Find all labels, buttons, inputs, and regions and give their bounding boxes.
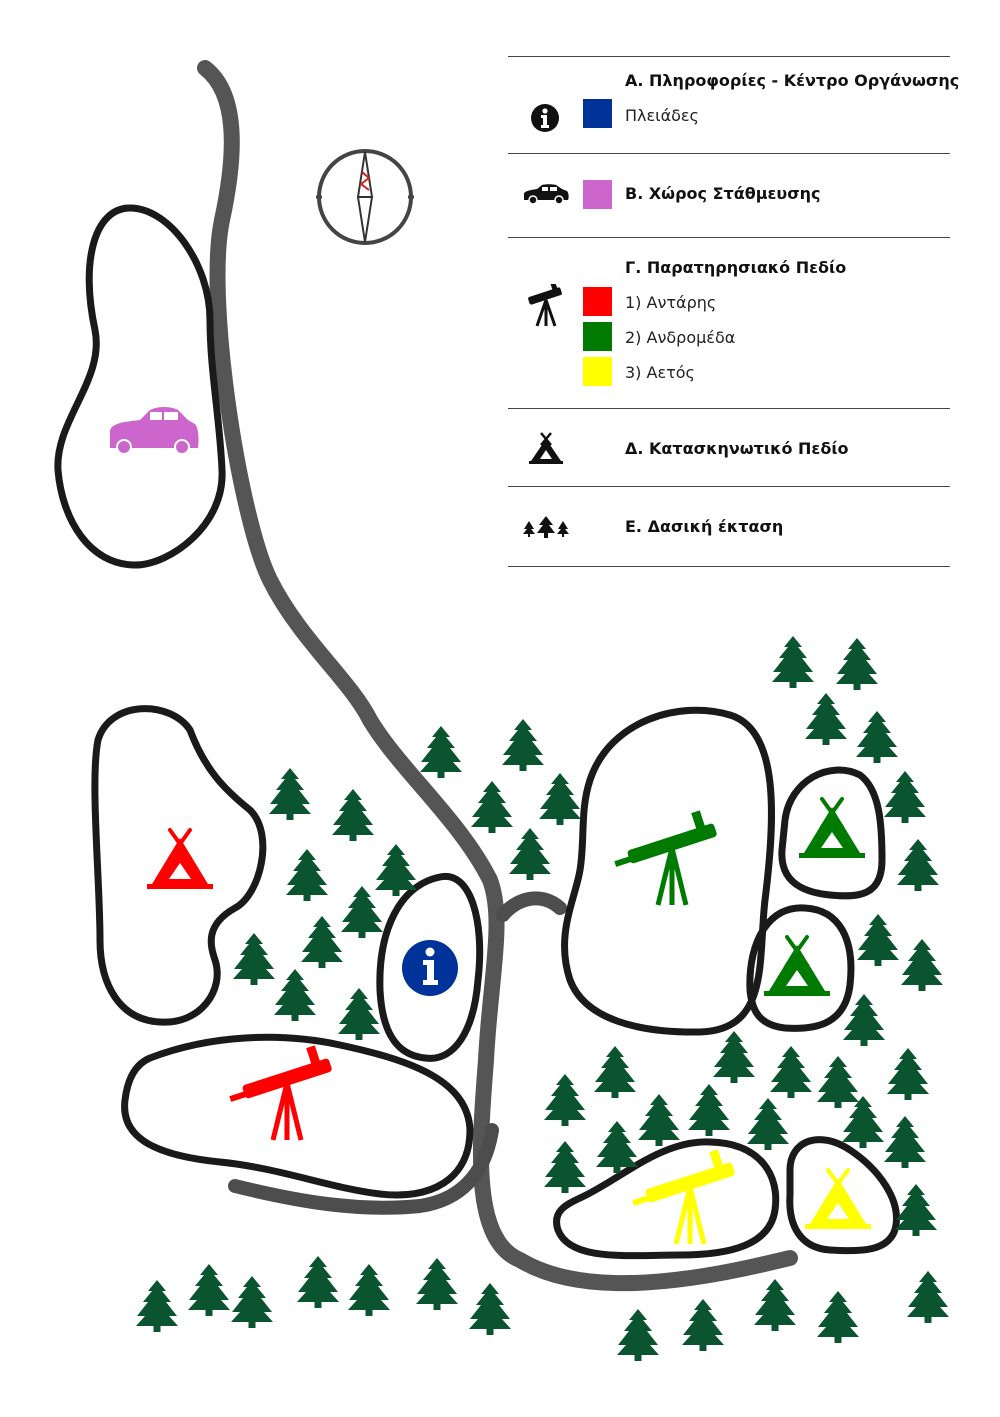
legend-camping-title: Δ. Κατασκηνωτικό Πεδίο [625,439,849,458]
legend-row-observation: Γ. Παρατηρησιακό Πεδίο 1) Αντάρης 2) Ανδ… [508,237,950,408]
tree-icon [136,1280,178,1332]
camp-area-aetos [786,1136,900,1255]
info-icon [402,940,458,996]
tree-icon [341,886,383,938]
side-trail-upper [496,891,567,922]
parking-color-swatch [583,180,612,209]
camp-area-andromeda-2 [746,904,855,1032]
tree-icon [901,939,943,991]
tree-icon [884,1116,926,1168]
legend: Α. Πληροφορίες - Κέντρο Οργάνωσης Πλειάδ… [508,56,959,567]
info-area [376,872,484,1062]
legend-row-info: Α. Πληροφορίες - Κέντρο Οργάνωσης Πλειάδ… [508,56,959,153]
legend-observation-item-3: 3) Αετός [625,363,695,382]
tree-icon [842,1096,884,1148]
legend-observation-title: Γ. Παρατηρησιακό Πεδίο [625,258,847,277]
legend-forest-title: Ε. Δασική έκταση [625,517,784,536]
tree-icon [617,1309,659,1361]
tree-icon [269,768,311,820]
tree-icon [887,1048,929,1100]
main-road [197,60,798,1292]
tree-icon [233,933,275,985]
car-icon [110,407,199,455]
tree-icon [857,914,899,966]
tree-icon [713,1031,755,1083]
tree-icon [286,849,328,901]
tree-icon [805,693,847,745]
info-icon [531,104,559,132]
tree-icon [596,1121,638,1173]
tree-icon [544,1141,586,1193]
camp-area-antares [91,705,267,1026]
telescope-icon [528,284,562,327]
tree-icon [895,1184,937,1236]
compass-icon [316,149,414,245]
tree-icon [754,1279,796,1331]
tree-icon [688,1084,730,1136]
tree-icon [884,771,926,823]
legend-row-parking: Β. Χώρος Στάθμευσης [508,153,950,237]
tree-icon [897,839,939,891]
telescope-icon-andromeda [615,811,717,905]
tree-icon [469,1283,511,1335]
tree-icon [301,916,343,968]
tree-icon [747,1098,789,1150]
tent-icon-andromeda-1 [797,797,867,860]
parking-area [54,204,226,569]
tree-icon [772,636,814,688]
legend-row-forest: Ε. Δασική έκταση [508,486,950,567]
tree-icon [471,781,513,833]
tree-icon [348,1264,390,1316]
tree-icon [594,1046,636,1098]
tent-icon-andromeda-2 [762,935,832,998]
tree-icon [638,1094,680,1146]
tree-icon [682,1299,724,1351]
observation-area-antares [121,1033,474,1199]
tree-icon [274,969,316,1021]
tree-icon [420,726,462,778]
andromeda-color-swatch [583,322,612,351]
tree-icon [338,988,380,1040]
antares-color-swatch [583,287,612,316]
legend-info-title: Α. Πληροφορίες - Κέντρο Οργάνωσης [625,71,960,90]
tree-icon [856,711,898,763]
telescope-icon-antares [230,1046,332,1140]
tree-icon [416,1258,458,1310]
tree-icon [539,773,581,825]
tree-icon [836,638,878,690]
aetos-color-swatch [583,357,612,386]
legend-observation-item-1: 1) Αντάρης [625,293,717,312]
tree-icon [509,828,551,880]
tree-icon [375,844,417,896]
observation-area-andromeda [561,706,775,1036]
tree-icon [188,1264,230,1316]
telescope-icon-aetos [633,1150,735,1244]
tent-icon-aetos [803,1168,873,1231]
tent-icon-antares [145,828,215,891]
trees-icon [523,516,569,538]
car-icon [524,184,569,205]
tree-icon [770,1046,812,1098]
tree-icon [332,789,374,841]
side-trail-lower [228,1123,499,1215]
tree-icon [817,1056,859,1108]
camp-area-andromeda-1 [778,766,886,900]
observation-area-aetos [553,1138,780,1260]
legend-row-camping: Δ. Κατασκηνωτικό Πεδίο [508,408,950,486]
tree-icon [544,1074,586,1126]
tree-icon [907,1271,949,1323]
tree-icon [297,1256,339,1308]
info-color-swatch [583,99,612,128]
tent-icon [529,432,563,464]
tree-icon [231,1276,273,1328]
legend-info-item: Πλειάδες [625,106,699,125]
legend-parking-title: Β. Χώρος Στάθμευσης [625,184,821,203]
tree-icon [502,719,544,771]
legend-observation-item-2: 2) Ανδρομέδα [625,328,736,347]
tree-icon [817,1291,859,1343]
